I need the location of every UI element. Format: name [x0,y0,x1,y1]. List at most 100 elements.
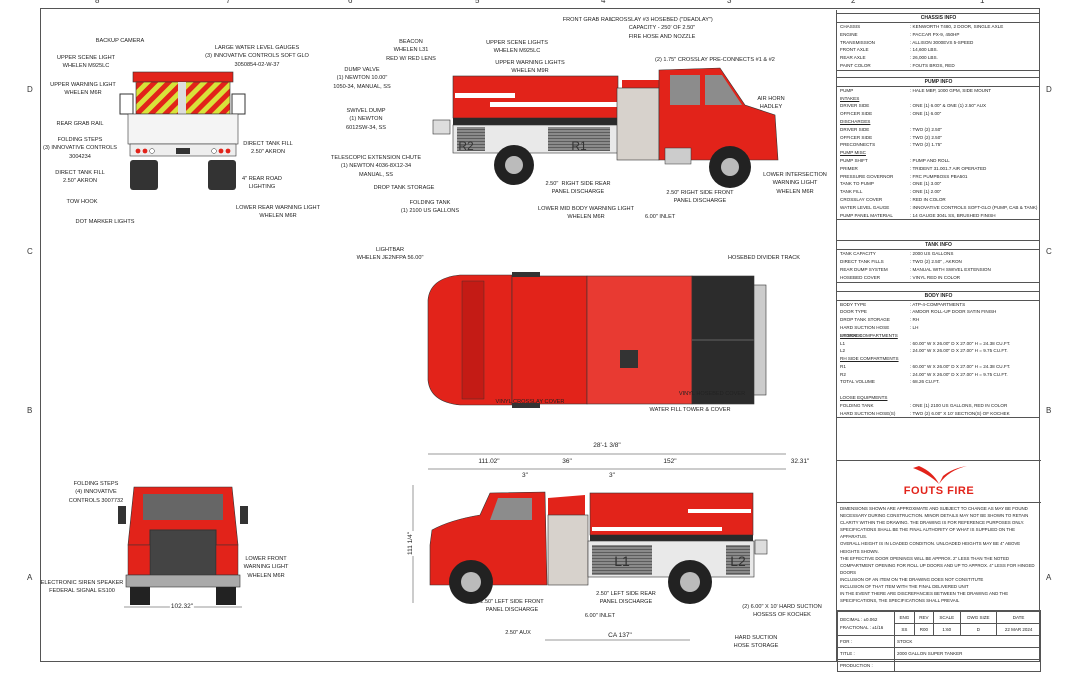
dwg-size-header: DWG SIZE [959,611,998,624]
label-dot-marker-lights: DOT MARKER LIGHTS [75,219,135,225]
spec-row: HOSEBED COVER: VINYL RED IN COLOR [837,274,1040,282]
label-crosslay-3: CROSSLAY #3 HOSEBED ("DEADLAY") CAPACITY… [611,17,713,40]
spec-row: FRONT AXLE: 14,600 LBS. [837,46,1040,54]
compartment-l2: L2 [730,553,746,569]
spec-value: : 60.00" W X 26.00" D X 27.00" H = 24.38… [910,340,1011,346]
dim-overall-length: 28'-1 3/8" [592,442,622,449]
spec-value: : PACCAR PX-9, 450HP [910,31,960,37]
compartment-r2: R2 [458,139,474,153]
spec-key: LH SIDE COMPARTMENTS [840,332,898,338]
spec-key: TRANSMISSION [840,39,875,45]
dim-rear-overhang: 32.31" [789,458,811,465]
spec-row: HARD SUCTION HOSE STORAGE: LH [837,324,1040,338]
spec-value: : TRIDENT 31.001.7 AIR OPERATED [910,165,987,171]
label-left-front-discharge: 2.50" LEFT SIDE FRONT PANEL DISCHARGE [480,599,544,614]
spec-subheading: PUMP MISC [837,149,1040,157]
spec-key: R1 [840,363,846,369]
spec-value: : AMDOR ROLL-UP DOOR SATIN FINISH [910,309,997,315]
spec-section-title: PUMP INFO [837,78,1040,87]
spec-key: REAR AXLE [840,55,866,61]
dim-front-width: 102.32" [169,603,195,610]
spec-key: PUMP PANEL MATERIAL [840,212,893,218]
for-label: FOR : [837,635,895,648]
label-vinyl-hosebed-cover: VINYL HOSEBED COVER [678,391,746,397]
spec-row: FOLDING TANK: ONE (1) 2100 US GALLONS, R… [837,402,1040,410]
label-water-fill-tower: WATER FILL TOWER & COVER [649,407,731,413]
spec-subheading: LOOSE EQUIPMENTS [837,394,1040,402]
spec-row: PRECONNECTS: TWO (2) 1.75" [837,141,1040,149]
label-rear-road-lighting: 4" REAR ROAD LIGHTING [242,176,282,191]
spec-value: : 24.00" W X 26.00" D X 27.00" H = 9.75 … [910,348,1008,354]
spec-key: ENGINE [840,31,858,37]
label-lower-mid-body: LOWER MID BODY WARNING LIGHT WHELEN M6R [537,206,635,221]
spec-row: TRANSMISSION : ALLISON 3000EVS 5-SPEED [837,39,1040,47]
spec-row: DRIVER SIDE: TWO (2) 2.50" [837,126,1040,134]
grid-col-6: 6 [348,0,353,5]
label-direct-tank-fill-right: DIRECT TANK FILL 2.50" AKRON [243,141,293,156]
rev-header: REV [913,611,935,624]
dim-ca: CA 137" [607,632,633,639]
logo-text: FOUTS FIRE [903,485,975,497]
title-label: TITLE : [837,647,895,660]
spec-value: : RH [910,317,920,323]
spec-row: ENGINE : PACCAR PX-9, 450HP [837,31,1040,39]
spec-value [910,386,1040,394]
label-hosebed-divider: HOSEBED DIVIDER TRACK [728,255,801,261]
spec-value: : ONE (1) 3.00" [910,181,942,187]
spec-key: DROP TANK STORAGE [840,317,890,323]
spec-key: L2 [840,348,846,354]
spec-key: TOTAL VOLUME [840,379,875,385]
spec-key: CHASSIS [840,24,861,29]
spec-row: TANK CAPACITY: 2000 US GALLONS [837,250,1040,258]
dim-overall-height: 111 1/4" [407,530,415,557]
spec-row: BODY TYPE: ATP-4-COMPARTMENTS [837,301,1040,309]
spec-value: : ALLISON 3000EVS 5-SPEED [910,39,974,45]
production-label: PRODUCTION : [837,659,895,672]
spec-value: : 14 GAUGE 304L SS, BRUSHED FINISH [910,212,996,218]
spec-row: WATER LEVEL GAUGE: INNOVATIVE CONTROLS S… [837,204,1040,212]
spec-value: : PUMP AND ROLL [910,157,950,163]
spec-key: PRESSURE GOVERNOR [840,173,894,179]
spec-value: : ATP-4-COMPARTMENTS [910,301,966,307]
eng-header: ENG [894,611,915,624]
label-left-rear-discharge: 2.50" LEFT SIDE REAR PANEL DISCHARGE [596,591,656,606]
label-swivel-dump: SWIVEL DUMP (1) NEWTON 6012SW-34, SS [345,108,387,131]
spec-key [840,386,910,394]
scale-header: SCALE [933,611,961,624]
label-folding-steps-front: FOLDING STEPS (4) INNOVATIVE CONTROLS 30… [68,481,124,504]
spec-row: HARD SUCTION HOSE(S): TWO (2) 6.00" X 10… [837,410,1040,418]
label-lower-intersection: LOWER INTERSECTION WARNING LIGHT WHELEN … [763,172,827,195]
dim-pump-length: 36" [561,458,573,465]
label-upper-warning-light: UPPER WARNING LIGHT WHELEN M6R [50,82,116,97]
grid-col-5: 5 [475,0,480,5]
spec-value: : FOUTS BROS, RED [910,62,955,68]
spec-value: : VINYL RED IN COLOR [910,274,961,280]
spec-key: INTAKES [840,95,860,101]
spec-row: DOOR TYPE: AMDOR ROLL-UP DOOR SATIN FINI… [837,308,1040,316]
spec-key: PUMP SHIFT [840,157,868,163]
logo-flame-icon [913,466,967,484]
compartment-r1: R1 [571,139,587,153]
label-right-inlet: 6.00" INLET [645,214,676,220]
spec-key: DIRECT TANK FILLS [840,259,884,265]
grid-row-d-right: D [1046,85,1052,94]
dim-gap-rear: 3" [608,472,616,479]
spec-key: HARD SUCTION HOSE STORAGE [840,324,890,338]
spec-key: WATER LEVEL GAUGE [840,204,890,210]
front-view-truck [118,486,248,608]
date-header: DATE [996,611,1041,624]
drawing-border [40,8,1040,662]
spec-row: CHASSIS: KENWORTH T480, 2 DOOR, SINGLE A… [837,23,1040,31]
label-tow-hook: TOW HOOK [66,199,98,205]
spec-value: : RED IN COLOR [910,196,946,202]
dwg-size-value: D [959,623,998,636]
spec-value: : 60.00" W X 26.00" D X 27.00" H = 24.38… [910,363,1011,369]
drawing-notes: DIMENSIONS SHOWN ARE APPROXIMATE AND SUB… [837,502,1041,610]
grid-col-7: 7 [226,0,231,5]
spec-key: OFFICER SIDE [840,111,873,117]
eng-value: SS [894,623,915,636]
date-value: 22 MAR 2024 [996,623,1041,636]
